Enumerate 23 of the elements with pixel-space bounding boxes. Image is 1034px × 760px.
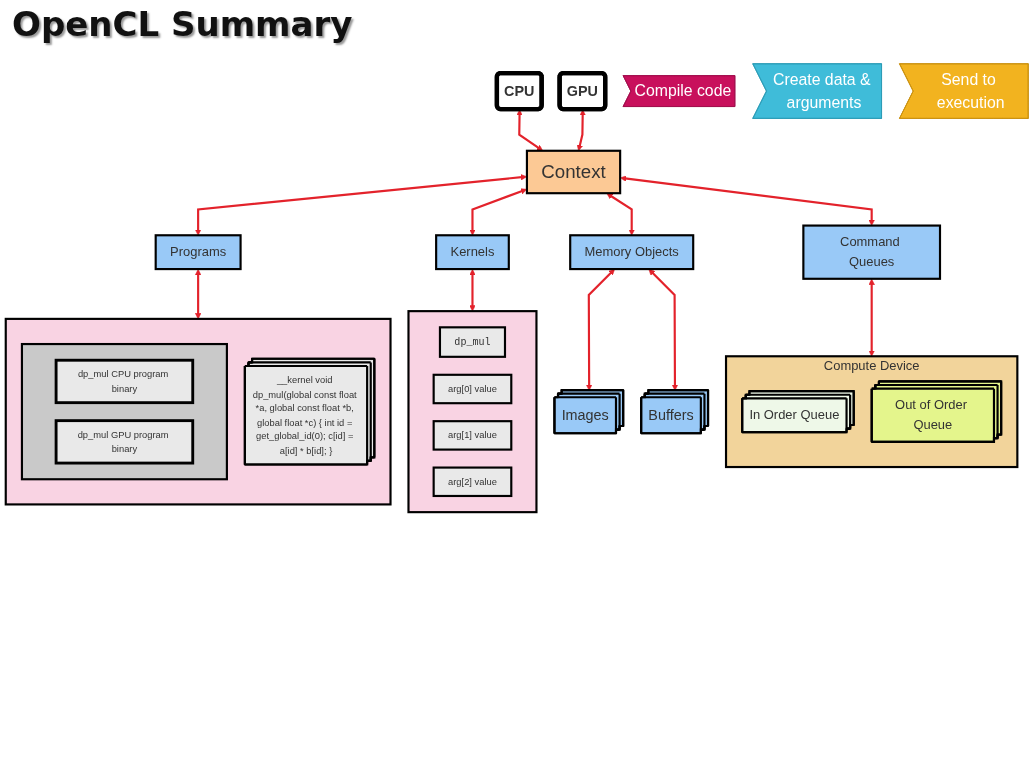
arrow bbox=[469, 188, 527, 236]
diagram-title: OpenCL Summary bbox=[12, 4, 353, 44]
node-box: Kernels bbox=[435, 234, 510, 271]
cluster bbox=[407, 310, 538, 514]
node-box: dp_mul GPU program binary bbox=[54, 419, 195, 465]
node-box: arg[2] value bbox=[432, 466, 513, 498]
arrow bbox=[606, 193, 635, 236]
arrow bbox=[469, 269, 476, 312]
node-box: arg[1] value bbox=[432, 420, 513, 451]
node-box: Command Queues bbox=[802, 224, 942, 280]
arrow bbox=[620, 175, 875, 226]
arrow bbox=[648, 269, 679, 391]
cluster bbox=[4, 317, 392, 506]
node-box: Programs bbox=[154, 234, 242, 271]
node-box: Context bbox=[525, 149, 622, 195]
arrow bbox=[868, 278, 875, 357]
node-box: dp_mul bbox=[438, 326, 507, 358]
arrow bbox=[586, 269, 615, 391]
node-box: arg[0] value bbox=[432, 373, 513, 405]
arrow bbox=[194, 174, 527, 236]
node-box: Memory Objects bbox=[569, 234, 695, 271]
node-box: dp_mul CPU program binary bbox=[54, 358, 195, 405]
cluster bbox=[20, 342, 228, 481]
